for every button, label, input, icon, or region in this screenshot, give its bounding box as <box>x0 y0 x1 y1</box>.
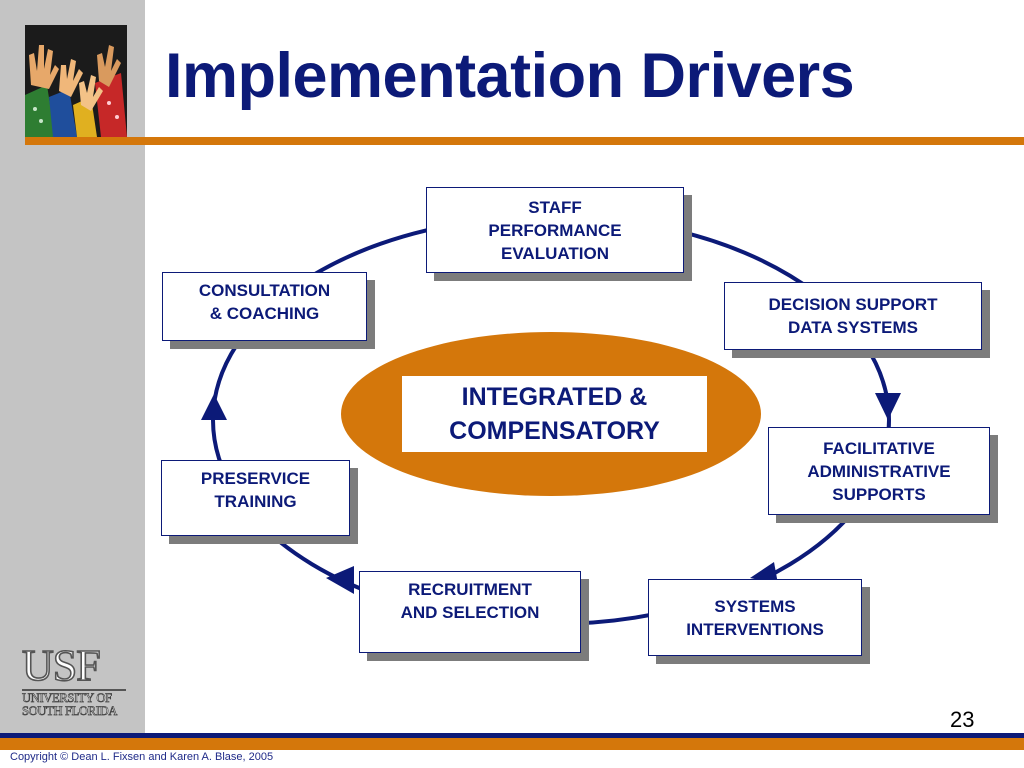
arrow-head-bottom-right <box>750 562 778 584</box>
footer-orange-bar <box>0 738 1024 750</box>
usf-logo-divider <box>22 689 126 691</box>
driver-systems-interventions: SYSTEMS INTERVENTIONS <box>648 579 862 656</box>
driver-recruitment-and-selection: RECRUITMENT AND SELECTION <box>359 571 581 653</box>
driver-consultation-coaching: CONSULTATION & COACHING <box>162 272 367 341</box>
slide-title: Implementation Drivers <box>165 41 855 111</box>
title-underline <box>25 137 1024 145</box>
arrow-head-left <box>201 394 227 420</box>
center-label: INTEGRATED & COMPENSATORY <box>402 376 707 452</box>
usf-logo-line1: UNIVERSITY OF <box>22 691 113 705</box>
driver-decision-support-data-systems: DECISION SUPPORT DATA SYSTEMS <box>724 282 982 350</box>
arrow-head-bottom-left <box>326 566 354 594</box>
usf-logo-line2: SOUTH FLORIDA <box>22 704 118 718</box>
usf-logo-mark: USF <box>21 641 101 690</box>
usf-logo: USF UNIVERSITY OF SOUTH FLORIDA <box>21 641 126 723</box>
driver-staff-performance-evaluation: STAFF PERFORMANCE EVALUATION <box>426 187 684 273</box>
footer-navy-bar <box>0 733 1024 738</box>
driver-preservice-training: PRESERVICE TRAINING <box>161 460 350 536</box>
arrow-head-right <box>875 393 901 420</box>
raised-hands-logo <box>25 25 127 137</box>
copyright-text: Copyright © Dean L. Fixsen and Karen A. … <box>10 751 274 763</box>
driver-facilitative-administrative-supports: FACILITATIVE ADMINISTRATIVE SUPPORTS <box>768 427 990 515</box>
page-number: 23 <box>950 707 975 732</box>
